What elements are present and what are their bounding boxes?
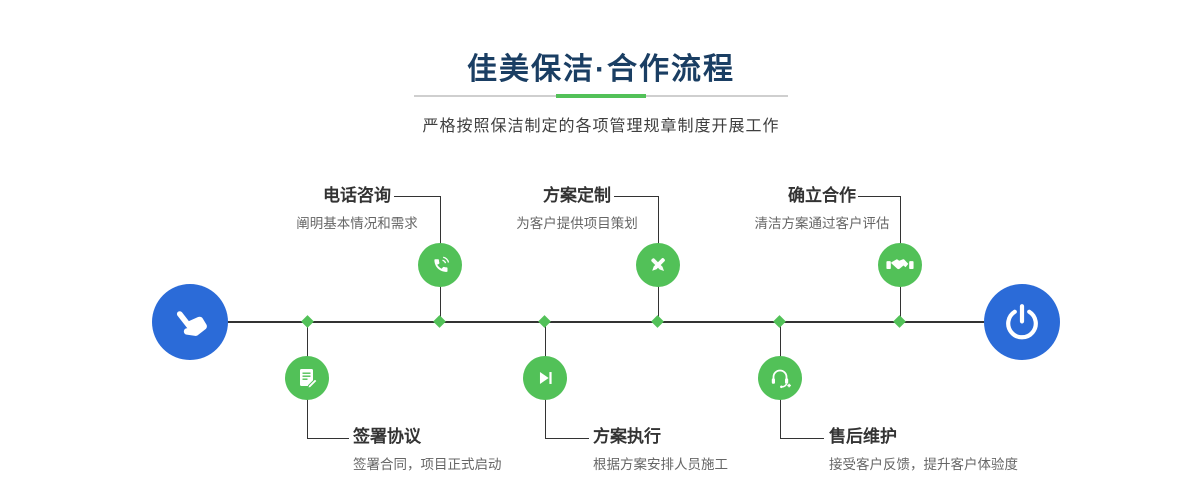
play-icon bbox=[539, 372, 552, 384]
step-description: 阐明基本情况和需求 bbox=[296, 216, 418, 231]
step-description: 根据方案安排人员施工 bbox=[593, 457, 728, 472]
flow-diamond bbox=[301, 315, 314, 328]
step-node-phone bbox=[418, 243, 462, 287]
step-block-cooperation: 确立合作 清洁方案通过客户评估 bbox=[737, 186, 907, 232]
label-elbow-line bbox=[307, 438, 349, 439]
step-description: 签署合同，项目正式启动 bbox=[353, 457, 502, 472]
step-block-phone: 电话咨询 阐明基本情况和需求 bbox=[277, 186, 437, 232]
label-elbow-line bbox=[545, 438, 589, 439]
step-description: 为客户提供项目策划 bbox=[516, 216, 638, 231]
page-subtitle: 严格按照保洁制定的各项管理规章制度开展工作 bbox=[422, 118, 780, 135]
label-elbow-line bbox=[545, 378, 546, 439]
step-title: 确立合作 bbox=[788, 186, 856, 205]
page-title: 佳美保洁·合作流程 bbox=[467, 53, 735, 86]
label-elbow-line bbox=[780, 438, 824, 439]
label-elbow-line bbox=[658, 196, 659, 244]
label-elbow-line bbox=[858, 196, 900, 197]
label-elbow-line bbox=[780, 378, 781, 439]
flow-diamond bbox=[433, 315, 446, 328]
contract-icon bbox=[300, 369, 318, 389]
customer-service-icon bbox=[771, 369, 791, 389]
label-elbow-line bbox=[394, 196, 440, 197]
step-node-contract bbox=[285, 356, 329, 400]
step-description: 清洁方案通过客户评估 bbox=[754, 216, 890, 231]
connector-line bbox=[780, 322, 781, 378]
start-node bbox=[152, 284, 228, 360]
step-node-aftersales bbox=[758, 356, 802, 400]
connector-line bbox=[440, 265, 441, 322]
connector-line bbox=[900, 265, 901, 322]
power-icon bbox=[1006, 304, 1038, 340]
connector-line bbox=[658, 265, 659, 322]
step-description: 接受客户反馈，提升客户体验度 bbox=[829, 457, 1018, 472]
label-elbow-line bbox=[614, 196, 658, 197]
step-title: 电话咨询 bbox=[323, 186, 391, 205]
pen-tools-icon bbox=[651, 258, 665, 271]
step-title: 签署协议 bbox=[353, 427, 421, 446]
phone-icon bbox=[434, 256, 450, 272]
flow-diamond bbox=[538, 315, 551, 328]
flow-diamond bbox=[651, 315, 664, 328]
connector-line bbox=[307, 322, 308, 378]
step-block-plan: 方案定制 为客户提供项目策划 bbox=[497, 186, 657, 232]
label-elbow-line bbox=[440, 196, 441, 244]
divider-accent bbox=[556, 94, 646, 98]
title-divider bbox=[414, 94, 788, 98]
step-title: 方案执行 bbox=[593, 427, 661, 446]
step-block-execution: 方案执行 根据方案安排人员施工 bbox=[593, 427, 813, 473]
handshake-icon bbox=[886, 259, 914, 270]
hand-pointer-icon bbox=[176, 311, 207, 336]
connector-line bbox=[545, 322, 546, 378]
step-node-cooperation bbox=[878, 243, 922, 287]
step-node-plan bbox=[636, 243, 680, 287]
label-elbow-line bbox=[900, 196, 901, 244]
step-block-contract: 签署协议 签署合同，项目正式启动 bbox=[353, 427, 573, 473]
flow-diamond bbox=[893, 315, 906, 328]
flow-diamond bbox=[773, 315, 786, 328]
end-node bbox=[984, 284, 1060, 360]
label-elbow-line bbox=[307, 378, 308, 439]
step-title: 方案定制 bbox=[543, 186, 611, 205]
step-title: 售后维护 bbox=[829, 427, 897, 446]
timeline-line bbox=[190, 321, 1022, 323]
step-node-execution bbox=[523, 356, 567, 400]
step-block-aftersales: 售后维护 接受客户反馈，提升客户体验度 bbox=[829, 427, 1069, 473]
